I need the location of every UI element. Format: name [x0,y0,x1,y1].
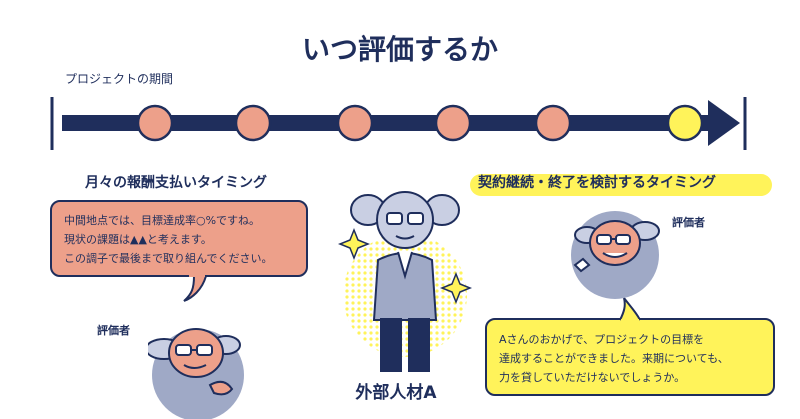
bubble-line: この調子で最後まで取り組んでください。 [64,252,273,265]
timeline-marker-final [666,104,704,142]
heading-highlight [470,174,772,196]
timeline-markers [136,104,704,142]
timeline-arrowhead [708,100,740,146]
bubble-line: 力を貸していただけないでしょうか。 [499,371,686,384]
monthly-payment-heading: 月々の報酬支払いタイミング [85,175,267,191]
external-talent-label: 外部人材A [355,383,437,403]
contract-review-heading: 契約継続・終了を検討するタイミング [478,175,716,191]
timeline-marker-monthly [434,104,472,142]
speech-tail [183,274,207,302]
timeline-marker-monthly [336,104,374,142]
timeline-label: プロジェクトの期間 [65,72,174,86]
bubble-line: 現状の課題は▲▲と考えます。 [64,233,212,246]
evaluator-character-icon [571,211,660,299]
timeline-marker-monthly [234,104,272,142]
bubble-line: 中間地点では、目標達成率○%ですね。 [64,214,261,227]
timeline-marker-monthly [136,104,174,142]
bubble-line: Aさんのおかげで、プロジェクトの目標を [499,333,705,346]
evaluator-speech-bubble-contract: Aさんのおかげで、プロジェクトの目標を 達成することができました。来期についても… [485,318,775,396]
evaluator-label: 評価者 [672,216,705,229]
evaluator-label: 評価者 [97,324,130,337]
external-talent-illustration [337,191,473,372]
evaluator-character-icon [148,328,244,419]
timeline-marker-monthly [534,104,572,142]
evaluator-speech-bubble-monthly: 中間地点では、目標達成率○%ですね。 現状の課題は▲▲と考えます。 この調子で最… [50,200,308,277]
bubble-line: 達成することができました。来期についても、 [499,352,729,365]
timeline [50,97,747,150]
page-title: いつ評価するか [301,33,498,66]
